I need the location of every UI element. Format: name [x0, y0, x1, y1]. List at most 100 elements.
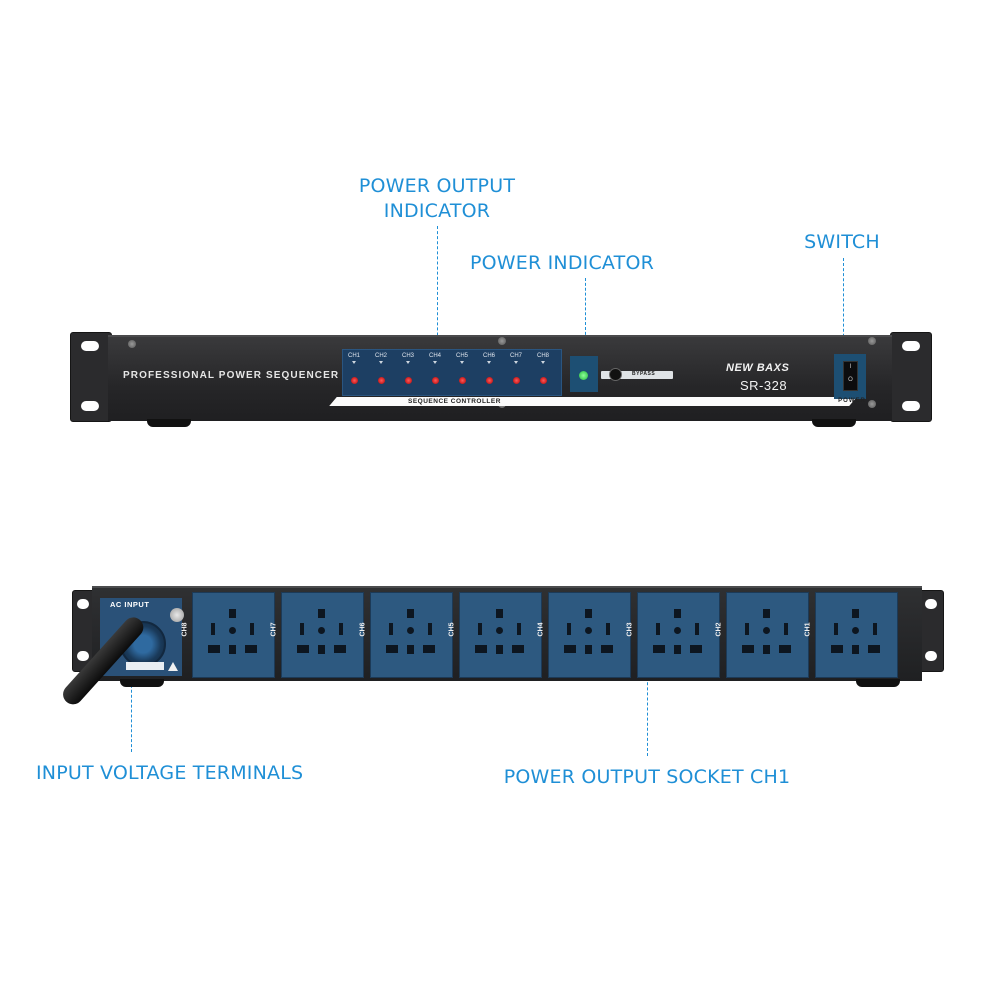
socket-pin-hole — [389, 623, 393, 635]
power-indicator-panel — [570, 356, 598, 392]
callout-power-output-socket: POWER OUTPUT SOCKET CH1 — [503, 766, 791, 788]
socket-pin-hole — [334, 645, 346, 653]
socket-pin-hole — [606, 623, 610, 635]
rocker-on-mark: I — [849, 364, 852, 370]
rubber-foot — [812, 419, 856, 427]
socket-pin-hole — [745, 623, 749, 635]
socket-ground-hole — [496, 609, 503, 618]
channel-label: CH2 — [374, 353, 387, 359]
socket-pin-hole — [211, 623, 215, 635]
output-socket[interactable] — [192, 592, 275, 678]
power-rocker-switch[interactable]: I O — [843, 361, 858, 391]
rear-channel-label: CH3 — [626, 622, 634, 637]
socket-pin-hole — [208, 645, 220, 653]
leader-power-output-socket — [647, 652, 648, 756]
socket-pin-hole — [339, 623, 343, 635]
power-switch-label: POWER — [838, 398, 866, 404]
socket-face — [472, 601, 527, 663]
channel-led — [405, 377, 412, 384]
channel-led — [513, 377, 520, 384]
rear-channel-label: CH1 — [804, 622, 812, 637]
socket-pin-hole — [564, 645, 576, 653]
socket-pin-hole — [496, 627, 503, 634]
arrow-down-icon — [433, 361, 437, 364]
socket-ground-hole — [407, 609, 414, 618]
output-socket[interactable] — [637, 592, 720, 678]
rack-slot — [81, 401, 99, 411]
sequence-controller-label: SEQUENCE CONTROLLER — [408, 398, 501, 405]
channel-led — [351, 377, 358, 384]
rack-slot — [77, 651, 89, 661]
rear-channel-label: CH7 — [270, 622, 278, 637]
arrow-down-icon — [379, 361, 383, 364]
rack-slot — [925, 651, 937, 661]
channel-label: CH1 — [347, 353, 360, 359]
callout-power-output-indicator-line2: INDICATOR — [383, 200, 491, 222]
socket-pin-hole — [601, 645, 613, 653]
socket-pin-hole — [512, 645, 524, 653]
socket-pin-hole — [674, 645, 681, 654]
socket-ground-hole — [585, 609, 592, 618]
socket-pin-hole — [318, 627, 325, 634]
socket-pin-hole — [300, 623, 304, 635]
rear-panel: AC INPUT CH8 CH7 CH6 — [92, 586, 922, 681]
output-socket[interactable] — [370, 592, 453, 678]
socket-face — [205, 601, 260, 663]
power-switch-panel: I O — [834, 354, 866, 399]
socket-pin-hole — [695, 623, 699, 635]
screw-icon — [498, 337, 506, 345]
rack-ear-right-rear — [918, 590, 944, 672]
socket-pin-hole — [784, 623, 788, 635]
socket-face — [383, 601, 438, 663]
output-socket-ch1[interactable] — [815, 592, 898, 678]
rating-sticker — [126, 662, 164, 670]
rack-slot — [81, 341, 99, 351]
socket-ground-hole — [674, 609, 681, 618]
socket-face — [828, 601, 883, 663]
channel-label: CH4 — [428, 353, 441, 359]
socket-pin-hole — [831, 645, 843, 653]
arrow-down-icon — [541, 361, 545, 364]
rear-channel-label: CH4 — [537, 622, 545, 637]
socket-pin-hole — [656, 623, 660, 635]
bypass-switch-track[interactable] — [601, 371, 673, 379]
socket-pin-hole — [229, 627, 236, 634]
socket-pin-hole — [852, 627, 859, 634]
socket-ground-hole — [229, 609, 236, 618]
rack-slot — [925, 599, 937, 609]
socket-pin-hole — [297, 645, 309, 653]
channel-led — [378, 377, 385, 384]
callout-power-output-indicator-line1: POWER OUTPUT — [358, 175, 516, 197]
socket-ground-hole — [852, 609, 859, 618]
socket-pin-hole — [690, 645, 702, 653]
leader-power-output-indicator — [437, 226, 438, 371]
output-socket[interactable] — [726, 592, 809, 678]
socket-pin-hole — [423, 645, 435, 653]
rear-channel-label: CH6 — [359, 622, 367, 637]
socket-pin-hole — [245, 645, 257, 653]
output-socket[interactable] — [281, 592, 364, 678]
socket-pin-hole — [674, 627, 681, 634]
channel-label: CH7 — [509, 353, 522, 359]
front-panel: PROFESSIONAL POWER SEQUENCER CH1 CH2 CH3… — [108, 335, 892, 421]
socket-pin-hole — [407, 645, 414, 654]
socket-pin-hole — [428, 623, 432, 635]
channel-led — [432, 377, 439, 384]
screw-icon — [128, 340, 136, 348]
socket-pin-hole — [653, 645, 665, 653]
screw-icon — [868, 400, 876, 408]
rack-slot — [902, 401, 920, 411]
output-socket[interactable] — [459, 592, 542, 678]
rear-channel-label: CH2 — [715, 622, 723, 637]
leader-switch — [843, 258, 844, 362]
socket-face — [650, 601, 705, 663]
bypass-switch-knob[interactable] — [609, 368, 622, 381]
arrow-down-icon — [514, 361, 518, 364]
socket-pin-hole — [496, 645, 503, 654]
brand-logo: NEW BAXS — [726, 362, 790, 374]
socket-pin-hole — [567, 623, 571, 635]
output-socket[interactable] — [548, 592, 631, 678]
leader-power-indicator — [585, 278, 586, 374]
rear-channel-label: CH5 — [448, 622, 456, 637]
socket-pin-hole — [229, 645, 236, 654]
